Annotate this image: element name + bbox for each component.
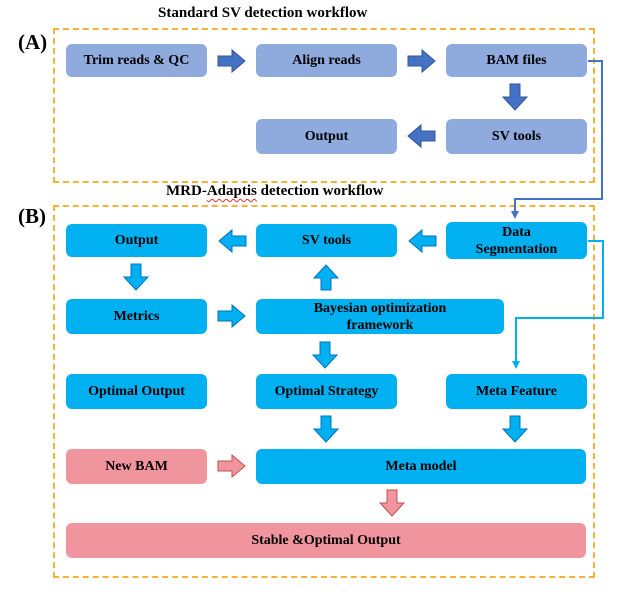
meta-model-box: Meta model <box>256 449 586 484</box>
output-b-box: Output <box>66 224 207 257</box>
align-reads-box: Align reads <box>256 44 397 77</box>
arrow-data-seg-to-svtools <box>408 228 437 254</box>
arrow-trim-to-align <box>217 48 246 74</box>
optimal-strategy-box: Optimal Strategy <box>256 374 397 409</box>
arrow-output-to-metrics <box>122 263 150 291</box>
section-b-title: MRD-Adaptis detection workflow <box>166 183 384 200</box>
section-a-title: Standard SV detection workflow <box>158 5 368 21</box>
new-bam-box: New BAM <box>66 449 207 484</box>
arrow-bayes-to-svtools <box>312 264 340 291</box>
section-b-title-suffix: detection workflow <box>256 183 384 199</box>
section-b-frame <box>53 205 595 578</box>
section-a-frame <box>53 28 595 183</box>
section-b-title-squiggle: Adaptis <box>206 183 257 199</box>
arrow-feature-to-meta-model <box>501 415 529 443</box>
arrow-metrics-to-bayes <box>217 303 246 329</box>
metrics-box: Metrics <box>66 299 207 334</box>
sv-tools-b-box: SV tools <box>256 224 397 257</box>
connector-bam-to-data-seg <box>511 60 603 219</box>
arrow-strategy-to-meta-model <box>312 415 340 443</box>
bam-files-box: BAM files <box>446 44 587 77</box>
section-b-label: (B) <box>18 204 46 228</box>
data-segmentation-box: Data Segmentation <box>446 222 587 259</box>
meta-feature-box: Meta Feature <box>446 374 587 409</box>
arrow-svtools-to-output <box>407 123 436 149</box>
arrow-svtools-to-output <box>218 228 247 254</box>
section-a-label: (A) <box>18 30 48 54</box>
arrow-align-to-bam <box>407 48 436 74</box>
arrow-meta-model-to-stable-output <box>378 489 406 517</box>
section-b-title-prefix: MRD- <box>166 183 207 199</box>
optimal-output-box: Optimal Output <box>66 374 207 409</box>
sv-tools-a-box: SV tools <box>446 119 587 154</box>
connector-data-seg-to-meta-feature <box>512 240 604 369</box>
arrow-bam-to-svtools <box>501 83 529 111</box>
bayesian-optimization-box: Bayesian optimization framework <box>256 299 504 334</box>
output-a-box: Output <box>256 119 397 154</box>
arrow-bayes-to-strategy <box>311 341 339 369</box>
trim-reads-box: Trim reads & QC <box>66 44 207 77</box>
stable-optimal-output-box: Stable &Optimal Output <box>66 523 586 558</box>
arrow-new-bam-to-meta-model <box>217 453 246 479</box>
